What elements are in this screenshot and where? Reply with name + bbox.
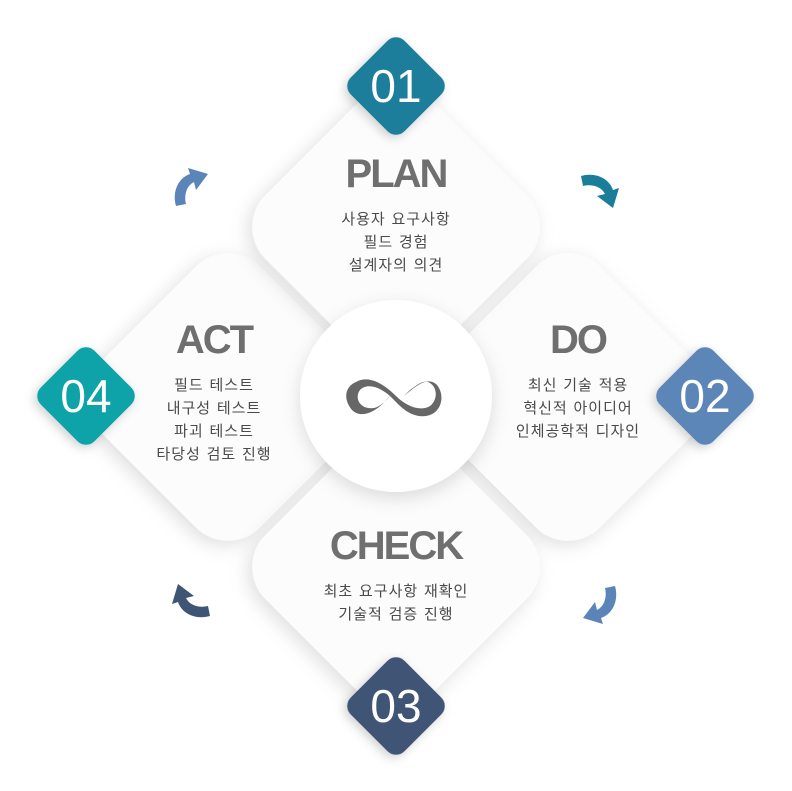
act-line: 파괴 테스트 — [174, 422, 254, 440]
check-line: 기술적 검증 진행 — [338, 605, 454, 623]
arrow-top-left — [174, 168, 208, 206]
check-title: CHECK — [329, 524, 464, 568]
plan-text: PLAN 사용자 요구사항 필드 경험 설계자의 의견 — [296, 154, 496, 277]
badge-act — [37, 347, 135, 445]
badge-do — [656, 347, 754, 445]
act-title: ACT — [175, 318, 254, 362]
plan-line: 설계자의 의견 — [348, 256, 444, 274]
do-line: 인체공학적 디자인 — [515, 422, 641, 440]
plan-title: PLAN — [345, 152, 449, 196]
badge-number-plan: 01 — [370, 60, 422, 112]
badge-check — [347, 657, 445, 755]
do-line: 혁신적 아이디어 — [523, 399, 633, 417]
card-do — [424, 253, 712, 541]
check-line: 최초 요구사항 재확인 — [323, 582, 469, 600]
act-text: ACT 필드 테스트 내구성 테스트 파괴 테스트 타당성 검토 진행 — [114, 320, 314, 466]
do-text: DO 최신 기술 적용 혁신적 아이디어 인체공학적 디자인 — [478, 320, 678, 443]
do-line: 최신 기술 적용 — [527, 376, 629, 394]
card-act — [84, 253, 372, 541]
check-text: CHECK 최초 요구사항 재확인 기술적 검증 진행 — [286, 526, 506, 626]
arrow-bottom-left — [172, 584, 210, 618]
badge-number-act: 04 — [60, 370, 112, 422]
arrow-top-right — [581, 174, 619, 208]
act-line: 필드 테스트 — [174, 376, 254, 394]
badge-number-do: 02 — [679, 370, 731, 422]
act-line: 내구성 테스트 — [166, 399, 262, 417]
card-plan — [252, 83, 540, 371]
card-check — [252, 423, 540, 711]
badge-number-check: 03 — [370, 680, 422, 732]
infinity-logo-icon — [346, 379, 442, 417]
plan-line: 사용자 요구사항 — [341, 210, 451, 228]
do-title: DO — [550, 318, 608, 362]
act-line: 타당성 검토 진행 — [156, 445, 272, 463]
badge-plan — [347, 37, 445, 135]
arrow-bottom-right — [583, 586, 617, 624]
plan-line: 필드 경험 — [363, 233, 429, 251]
